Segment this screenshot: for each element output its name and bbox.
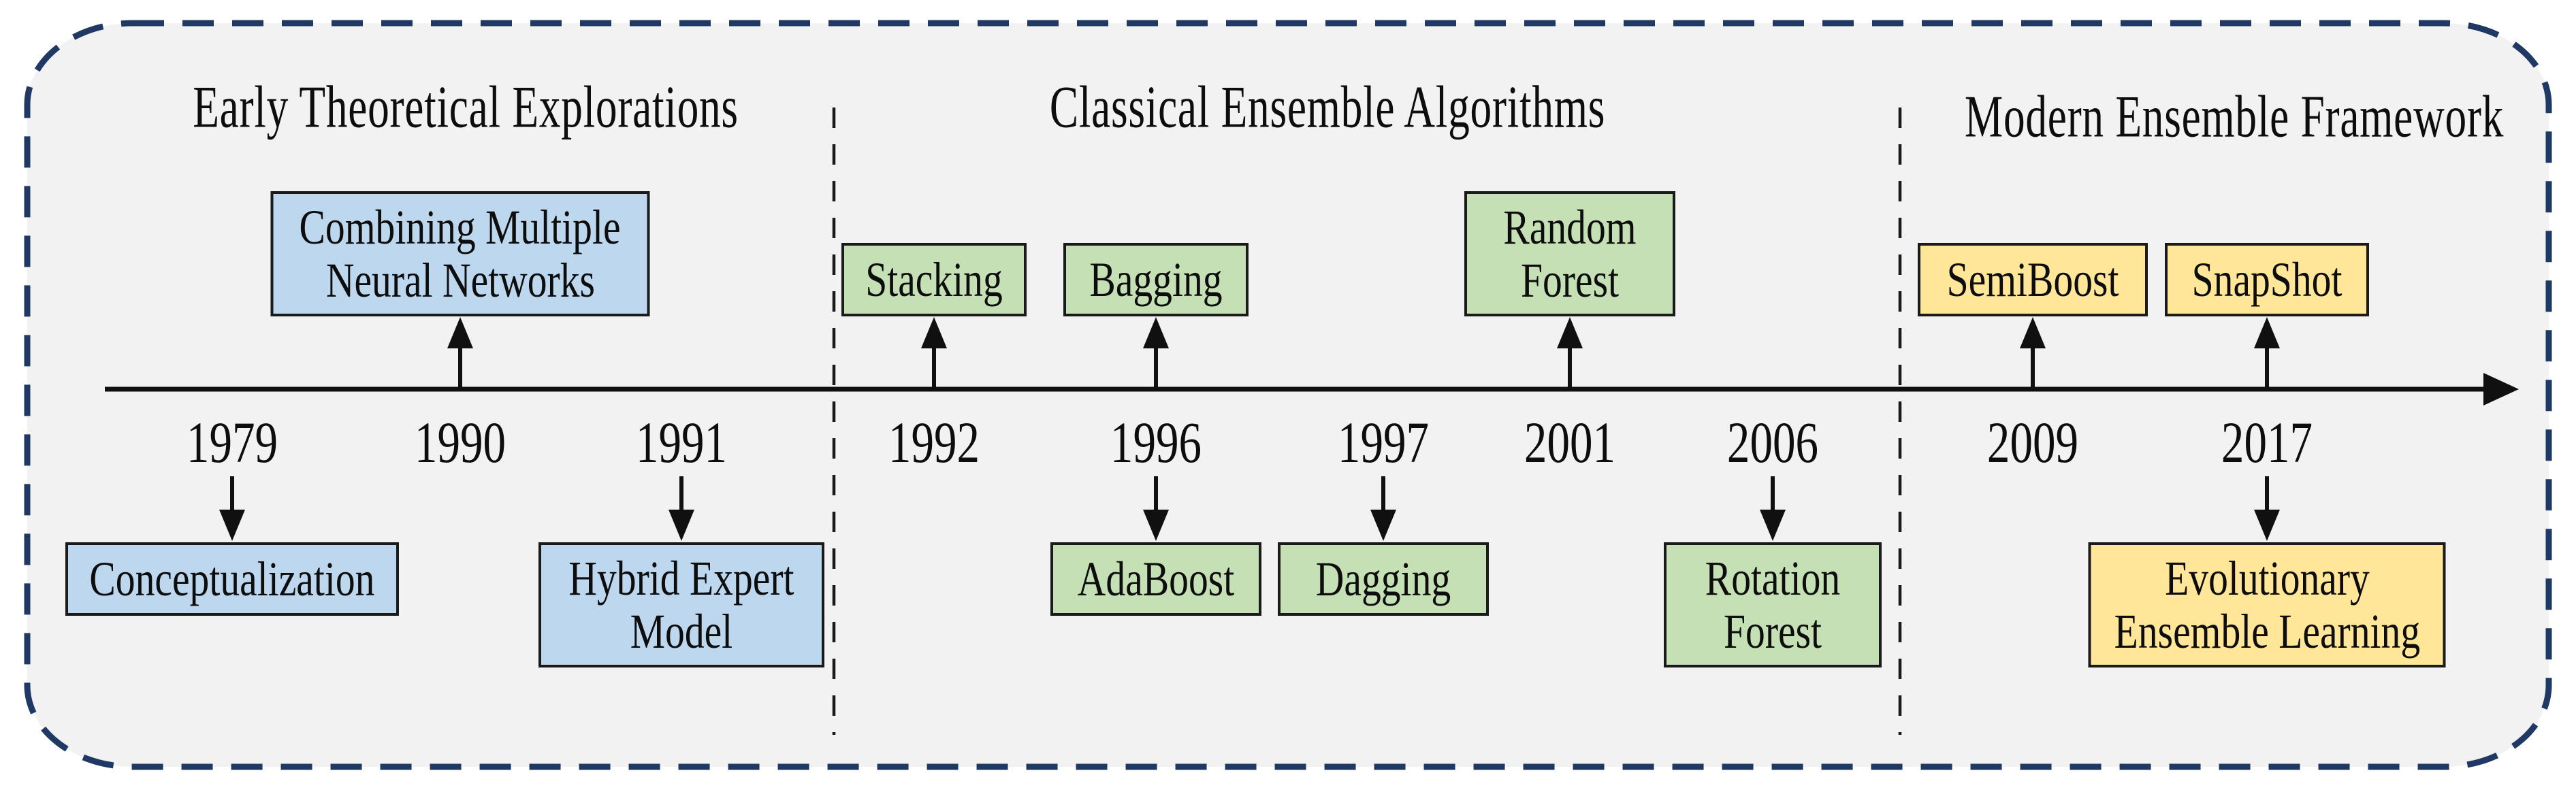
event-box-label-line: Random: [1503, 200, 1637, 254]
arrow-stem-hybrid-expert-model: [679, 476, 683, 512]
arrow-stem-adaboost: [1154, 476, 1158, 512]
section-title-modern-ensemble-framework: Modern Ensemble Framework: [1964, 84, 2505, 150]
arrow-stem-snapshot: [2265, 344, 2269, 389]
arrow-up-icon-random-forest: [1557, 317, 1583, 348]
event-box-label-line: SemiBoost: [1946, 252, 2119, 307]
event-box-label-line: Combining Multiple: [299, 200, 622, 254]
year-label-2001: 2001: [1524, 410, 1616, 475]
year-label-1996: 1996: [1110, 410, 1202, 475]
arrow-down-icon-dagging: [1370, 510, 1396, 541]
event-box-label-line: Rotation: [1705, 551, 1841, 606]
event-box-adaboost: AdaBoost: [1050, 542, 1261, 616]
event-box-label-line: Neural Networks: [325, 253, 595, 308]
event-box-label-line: Stacking: [865, 252, 1003, 307]
year-label-1991: 1991: [635, 410, 728, 475]
event-box-label-line: Dagging: [1315, 552, 1451, 606]
event-box-dagging: Dagging: [1278, 542, 1489, 616]
year-label-1992: 1992: [888, 410, 980, 475]
arrow-stem-evolutionary-ensemble-learning: [2265, 476, 2269, 512]
year-label-2017: 2017: [2221, 410, 2313, 475]
section-title-classical-ensemble-algorithms: Classical Ensemble Algorithms: [1049, 74, 1606, 141]
event-box-bagging: Bagging: [1063, 243, 1249, 316]
year-label-2009: 2009: [1986, 410, 2079, 475]
event-box-label-line: Forest: [1724, 604, 1822, 659]
arrow-stem-stacking: [932, 344, 936, 389]
section-title-early-theoretical-explorations: Early Theoretical Explorations: [193, 74, 739, 141]
arrow-stem-dagging: [1381, 476, 1385, 512]
event-box-label-line: Bagging: [1089, 252, 1223, 307]
arrow-down-icon-conceptualization: [219, 510, 245, 541]
year-label-2006: 2006: [1726, 410, 1819, 475]
arrow-up-icon-stacking: [921, 317, 947, 348]
arrow-down-icon-rotation-forest: [1760, 510, 1786, 541]
event-box-label-line: Forest: [1521, 253, 1619, 308]
arrow-stem-bagging: [1154, 344, 1158, 389]
event-box-label-line: SnapShot: [2191, 252, 2342, 307]
arrow-up-icon-bagging: [1143, 317, 1169, 348]
arrow-up-icon-combining-multiple-neural-networks: [447, 317, 473, 348]
event-box-conceptualization: Conceptualization: [65, 542, 399, 616]
timeline-axis-arrowhead: [2483, 373, 2519, 406]
arrow-up-icon-snapshot: [2254, 317, 2280, 348]
event-box-semiboost: SemiBoost: [1918, 243, 2148, 316]
year-label-1979: 1979: [186, 410, 278, 475]
arrow-stem-random-forest: [1568, 344, 1572, 389]
year-label-1990: 1990: [414, 410, 506, 475]
event-box-label-line: Evolutionary: [2164, 551, 2370, 606]
event-box-label-line: Model: [630, 604, 733, 659]
year-label-1997: 1997: [1337, 410, 1430, 475]
event-box-snapshot: SnapShot: [2165, 243, 2369, 316]
event-box-label-line: AdaBoost: [1077, 552, 1235, 606]
event-box-label-line: Ensemble Learning: [2114, 604, 2420, 659]
arrow-stem-combining-multiple-neural-networks: [458, 344, 462, 389]
arrow-down-icon-adaboost: [1143, 510, 1169, 541]
event-box-label-line: Hybrid Expert: [568, 551, 794, 606]
event-box-stacking: Stacking: [841, 243, 1027, 316]
arrow-down-icon-evolutionary-ensemble-learning: [2254, 510, 2280, 541]
arrow-down-icon-hybrid-expert-model: [669, 510, 694, 541]
arrow-stem-rotation-forest: [1771, 476, 1775, 512]
arrow-stem-conceptualization: [230, 476, 234, 512]
event-box-label-line: Conceptualization: [89, 552, 375, 606]
arrow-stem-semiboost: [2031, 344, 2035, 389]
arrow-up-icon-semiboost: [2020, 317, 2046, 348]
